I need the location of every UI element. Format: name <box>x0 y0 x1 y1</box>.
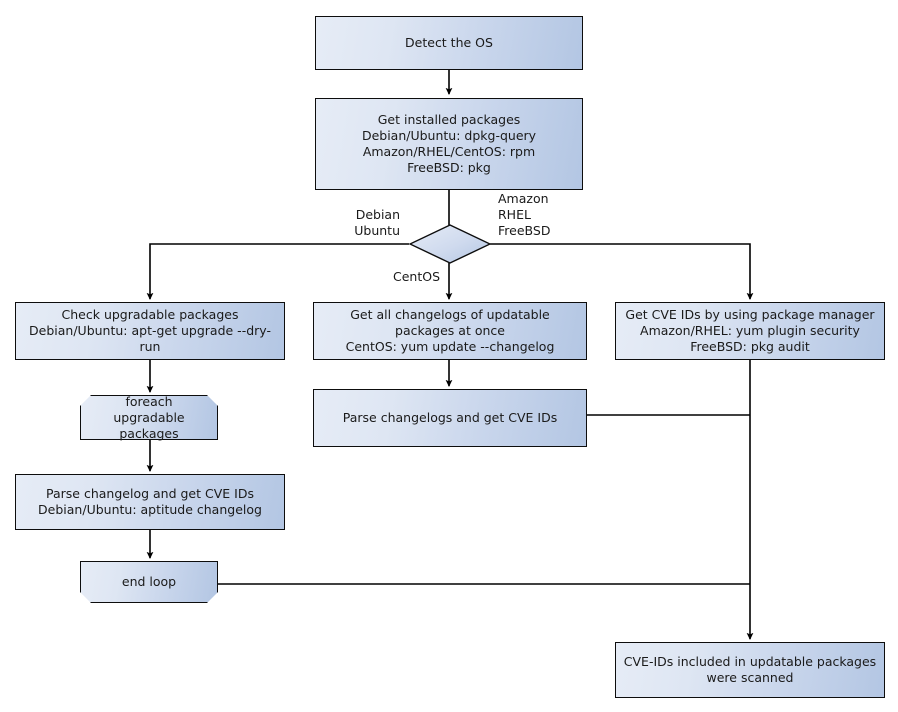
edge-label-centos: CentOS <box>393 269 441 284</box>
node-get-cve-ids-package-manager-label: Get CVE IDs by using package manager Ama… <box>625 307 875 354</box>
node-end-loop-label: end loop <box>121 574 177 589</box>
node-detect-os[interactable]: Detect the OS <box>315 16 583 70</box>
loop-end-shape <box>80 561 218 603</box>
edge-label-amazon-rhel-freebsd: Amazon RHEL FreeBSD <box>498 191 551 238</box>
node-get-cve-ids-package-manager[interactable]: Get CVE IDs by using package manager Ama… <box>615 302 885 360</box>
node-check-upgradable-packages-label: Check upgradable packages Debian/Ubuntu:… <box>29 307 271 354</box>
node-parse-changelogs-cve-ids-label: Parse changelogs and get CVE IDs <box>342 410 558 425</box>
node-cve-ids-scanned-label: CVE-IDs included in updatable packages w… <box>623 654 877 685</box>
node-parse-changelog-cve-ids[interactable]: Parse changelog and get CVE IDs Debian/U… <box>15 474 285 530</box>
node-get-all-changelogs[interactable]: Get all changelogs of updatable packages… <box>313 302 587 360</box>
node-get-installed-packages[interactable]: Get installed packages Debian/Ubuntu: dp… <box>315 98 583 190</box>
node-foreach-upgradable-packages-label: foreach upgradable packages <box>113 393 185 441</box>
connector-decision-to-cve-pkgmgr <box>490 243 754 301</box>
edge-label-debian-ubuntu: Debian Ubuntu <box>354 207 400 238</box>
node-get-all-changelogs-label: Get all changelogs of updatable packages… <box>345 307 555 354</box>
connector-decision-to-check-upgradable <box>146 243 409 301</box>
node-detect-os-label: Detect the OS <box>405 35 493 50</box>
node-cve-ids-scanned[interactable]: CVE-IDs included in updatable packages w… <box>615 642 885 698</box>
loop-start-shape <box>80 395 218 440</box>
node-parse-changelogs-cve-ids[interactable]: Parse changelogs and get CVE IDs <box>313 389 587 447</box>
node-get-installed-packages-label: Get installed packages Debian/Ubuntu: dp… <box>361 112 537 175</box>
node-end-loop[interactable]: end loop <box>80 561 218 603</box>
node-foreach-upgradable-packages[interactable]: foreach upgradable packages <box>80 393 218 441</box>
node-os-decision[interactable] <box>409 224 491 264</box>
node-parse-changelog-cve-ids-label: Parse changelog and get CVE IDs Debian/U… <box>38 486 262 517</box>
node-check-upgradable-packages[interactable]: Check upgradable packages Debian/Ubuntu:… <box>15 302 285 360</box>
